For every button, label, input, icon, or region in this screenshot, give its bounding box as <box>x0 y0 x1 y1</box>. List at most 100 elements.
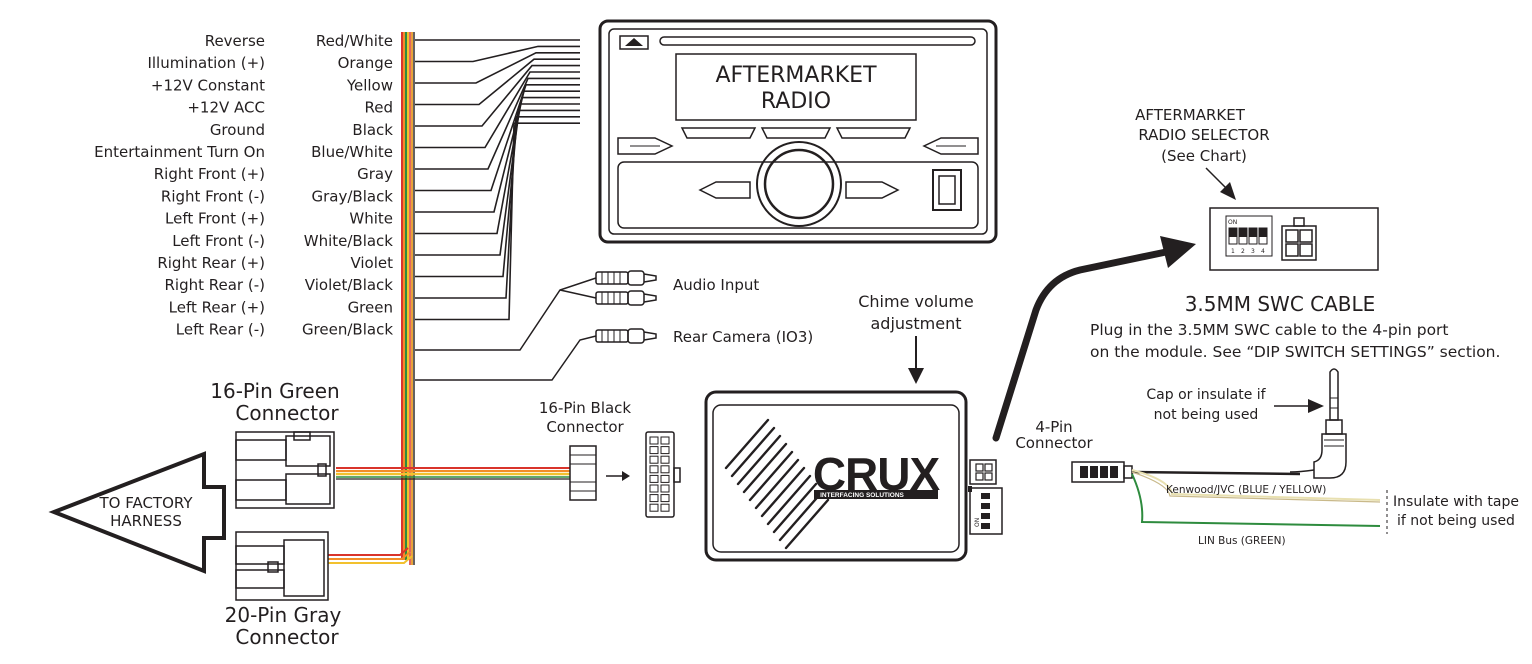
pin-cell <box>660 494 670 503</box>
wire-color-label: Blue/White <box>311 143 393 161</box>
swc-title: 3.5MM SWC CABLE <box>1185 292 1376 316</box>
fanout-wire <box>415 58 580 106</box>
pin-cell <box>649 465 659 474</box>
chime-label-line1: Chime volume <box>858 292 974 311</box>
vent-slot <box>760 466 806 518</box>
wire-color-label: Green <box>348 298 393 316</box>
wire-color-label: Violet/Black <box>305 276 394 294</box>
black16-pin-grid <box>649 436 670 512</box>
selector-dip-number-3: 3 <box>1251 248 1255 255</box>
vent-slot <box>730 426 776 478</box>
wire-function-label: Right Rear (+) <box>157 254 265 272</box>
selector-dip-number-2: 2 <box>1241 248 1245 255</box>
vent-slot <box>772 482 818 534</box>
wire-function-label: Illumination (+) <box>147 54 265 72</box>
pin4-label-line2: Connector <box>1015 434 1093 452</box>
4pin-plug <box>1071 461 1133 483</box>
pin-cell <box>660 474 670 483</box>
wire-color-label: Black <box>352 121 393 139</box>
wire-function-label: Entertainment Turn On <box>94 143 265 161</box>
wire-function-label: Left Rear (-) <box>176 321 265 339</box>
chime-label-line2: adjustment <box>871 314 962 333</box>
wire-color-label: Violet <box>350 254 393 272</box>
linbus-wire-label: LIN Bus (GREEN) <box>1198 535 1286 547</box>
green16-label-line1: 16-Pin Green <box>210 379 339 403</box>
vent-slot <box>754 458 800 510</box>
pin-cell <box>660 484 670 493</box>
fanout-wire <box>415 109 580 278</box>
wire-function-label: Right Front (+) <box>154 165 265 183</box>
wire-function-label: Left Front (-) <box>172 232 265 250</box>
pin-cell <box>649 484 659 493</box>
radio-fanout-wires <box>415 39 580 321</box>
radio-display <box>675 53 917 121</box>
wire-function-label: Ground <box>210 121 265 139</box>
wire-function-label: Left Rear (+) <box>169 298 265 316</box>
pin-cell <box>660 455 670 464</box>
factory-label-line2: HARNESS <box>110 512 182 530</box>
gray-20pin-connector: 20-Pin Gray Connector <box>225 531 342 649</box>
fanout-wire <box>415 96 580 235</box>
pin-cell <box>660 465 670 474</box>
pin-cell <box>649 436 659 445</box>
crux-interface-module: CRUX INTERFACING SOLUTIONS ON <box>704 390 1003 562</box>
chime-adjustment-callout: Chime volume adjustment <box>858 292 974 384</box>
fanout-wire <box>415 90 580 213</box>
wire-color-label: Red/White <box>316 32 393 50</box>
wire-color-label: Green/Black <box>302 321 393 339</box>
selector-dip-on-label: ON <box>1228 219 1237 226</box>
fanout-wire <box>415 77 580 170</box>
black-16pin-connector: 16-Pin Black Connector <box>539 399 681 518</box>
fanout-wire <box>415 116 580 299</box>
fanout-wire <box>415 64 580 127</box>
selector-dip-number-1: 1 <box>1231 248 1235 255</box>
wire-function-label: +12V ACC <box>187 99 265 117</box>
kenwood-wire-label: Kenwood/JVC (BLUE / YELLOW) <box>1166 484 1326 496</box>
rca-plug-audio-right <box>595 290 657 306</box>
radio-label-line2: RADIO <box>761 89 831 114</box>
selector-dip-number-4: 4 <box>1261 248 1265 255</box>
rca-cables: Audio Input Rear Camera (IO3) <box>415 270 813 381</box>
module-dip-on-label: ON <box>974 518 981 527</box>
harness-bundle <box>328 32 570 565</box>
black16-label-line2: Connector <box>546 418 624 436</box>
fanout-wire <box>415 52 580 84</box>
fanout-wire <box>415 45 580 63</box>
wire-color-label: Red <box>365 99 394 117</box>
black16-label-line1: 16-Pin Black <box>539 399 632 417</box>
selector-pointer-arrow <box>992 236 1196 442</box>
pin-cell <box>660 503 670 512</box>
rear-camera-label: Rear Camera (IO3) <box>673 328 813 346</box>
factory-label-line1: TO FACTORY <box>98 494 193 512</box>
wire-color-label: White <box>349 210 393 228</box>
cap-label-line2: not being used <box>1154 407 1259 423</box>
wire-color-label: White/Black <box>304 232 394 250</box>
module-vents <box>724 418 830 550</box>
vent-slot <box>766 474 812 526</box>
vent-slot <box>784 498 830 550</box>
pin-cell <box>649 474 659 483</box>
gray20-label-line1: 20-Pin Gray <box>225 603 342 627</box>
rca-plug-audio-left <box>595 270 657 286</box>
module-dip-switch <box>969 487 1003 535</box>
wire-color-label: Gray/Black <box>312 187 394 205</box>
pin-cell <box>660 436 670 445</box>
aftermarket-radio: AFTERMARKET RADIO <box>598 19 998 244</box>
selector-label-line2: RADIO SELECTOR <box>1138 126 1269 144</box>
pin-cell <box>649 494 659 503</box>
wire-color-label: Gray <box>357 165 393 183</box>
swc-desc-line2: on the module. See “DIP SWITCH SETTINGS”… <box>1090 343 1500 361</box>
pin-cell <box>649 446 659 455</box>
pin-cell <box>649 503 659 512</box>
wire-color-label: Orange <box>338 54 393 72</box>
fanout-wire <box>415 122 580 321</box>
wire-color-label: Yellow <box>346 76 393 94</box>
vent-slot <box>736 434 782 486</box>
wire-function-label: Left Front (+) <box>165 210 265 228</box>
fanout-wire <box>415 84 580 192</box>
wire-function-label: Right Rear (-) <box>165 276 266 294</box>
pin-cell <box>660 446 670 455</box>
